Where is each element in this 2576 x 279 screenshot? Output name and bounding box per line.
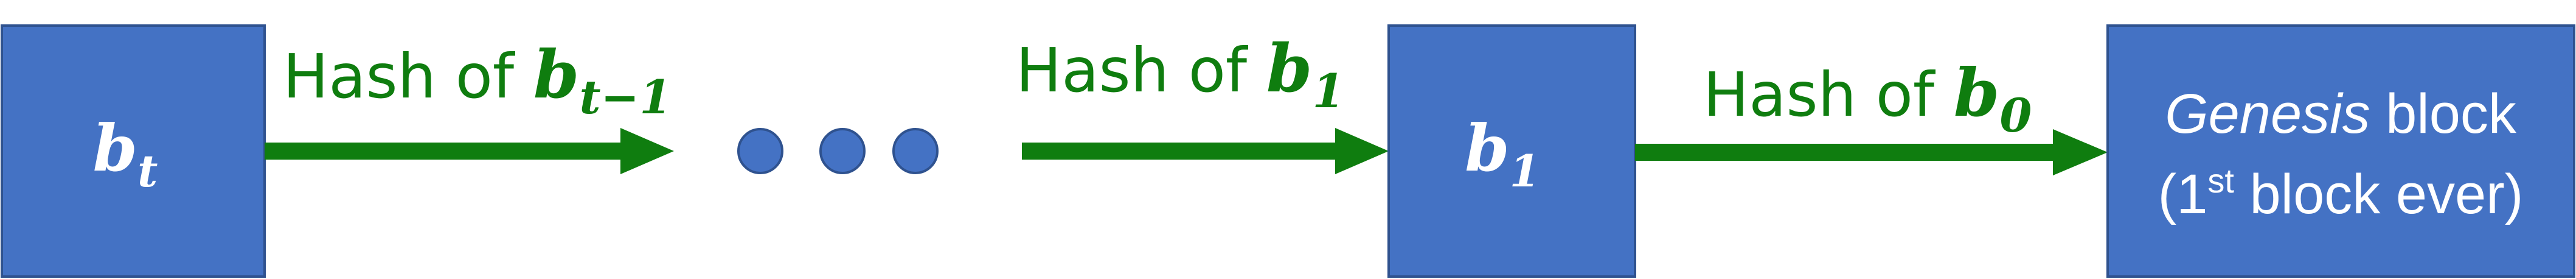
arrow-1-base: b xyxy=(533,37,580,113)
arrow-3-sub: 0 xyxy=(1999,88,2032,143)
genesis-line-1-rest: block xyxy=(2370,83,2517,145)
block-bt-base: b xyxy=(93,110,137,186)
block-genesis-box xyxy=(2106,24,2575,278)
arrow-3-head-icon xyxy=(2053,129,2108,175)
block-b1-label: b1 xyxy=(1465,110,1540,197)
block-bt: bt xyxy=(1,24,266,278)
arrow-3-prefix: Hash of xyxy=(1703,59,1954,130)
arrow-1-head-icon xyxy=(620,128,674,174)
arrow-hash-b1: Hash of b1 xyxy=(1016,30,1389,174)
genesis-line-2: (1st block ever) xyxy=(2158,161,2524,225)
arrow-2-label: Hash of b1 xyxy=(1016,30,1344,118)
genesis-line-1: Genesis block xyxy=(2165,83,2517,145)
genesis-line-2-sup: st xyxy=(2207,161,2234,200)
block-bt-sub: t xyxy=(137,145,158,197)
block-bt-box xyxy=(1,24,266,278)
block-b1-sub: 1 xyxy=(1510,145,1540,197)
block-bt-label: bt xyxy=(93,110,158,197)
ellipsis-dots-icon xyxy=(737,128,939,174)
block-genesis: Genesis block (1st block ever) xyxy=(2106,24,2575,278)
ellipsis-dot-1 xyxy=(737,128,783,174)
genesis-line-1-em: Genesis xyxy=(2165,83,2370,145)
arrow-2-prefix: Hash of xyxy=(1016,35,1266,106)
ellipsis-dot-2 xyxy=(819,128,866,174)
block-b1-box xyxy=(1387,24,1636,278)
genesis-line-2-open: (1 xyxy=(2158,163,2208,225)
arrow-1-sub: t−1 xyxy=(579,70,672,124)
arrow-3-label: Hash of b0 xyxy=(1703,55,2032,143)
arrow-1-label: Hash of bt−1 xyxy=(283,37,672,124)
arrow-2-head-icon xyxy=(1335,128,1389,174)
genesis-line-2-rest: block ever) xyxy=(2234,163,2524,225)
arrow-hash-b0: Hash of b0 xyxy=(1635,55,2108,175)
block-b1-base: b xyxy=(1465,110,1509,186)
arrow-3-base: b xyxy=(1954,55,2000,132)
arrow-hash-bt-minus-1: Hash of bt−1 xyxy=(265,37,674,174)
arrow-2-base: b xyxy=(1266,30,1313,107)
ellipsis-dot-3 xyxy=(892,128,939,174)
arrow-1-prefix: Hash of xyxy=(283,41,533,112)
arrow-2-sub: 1 xyxy=(1312,64,1344,118)
block-b1: b1 xyxy=(1387,24,1636,278)
